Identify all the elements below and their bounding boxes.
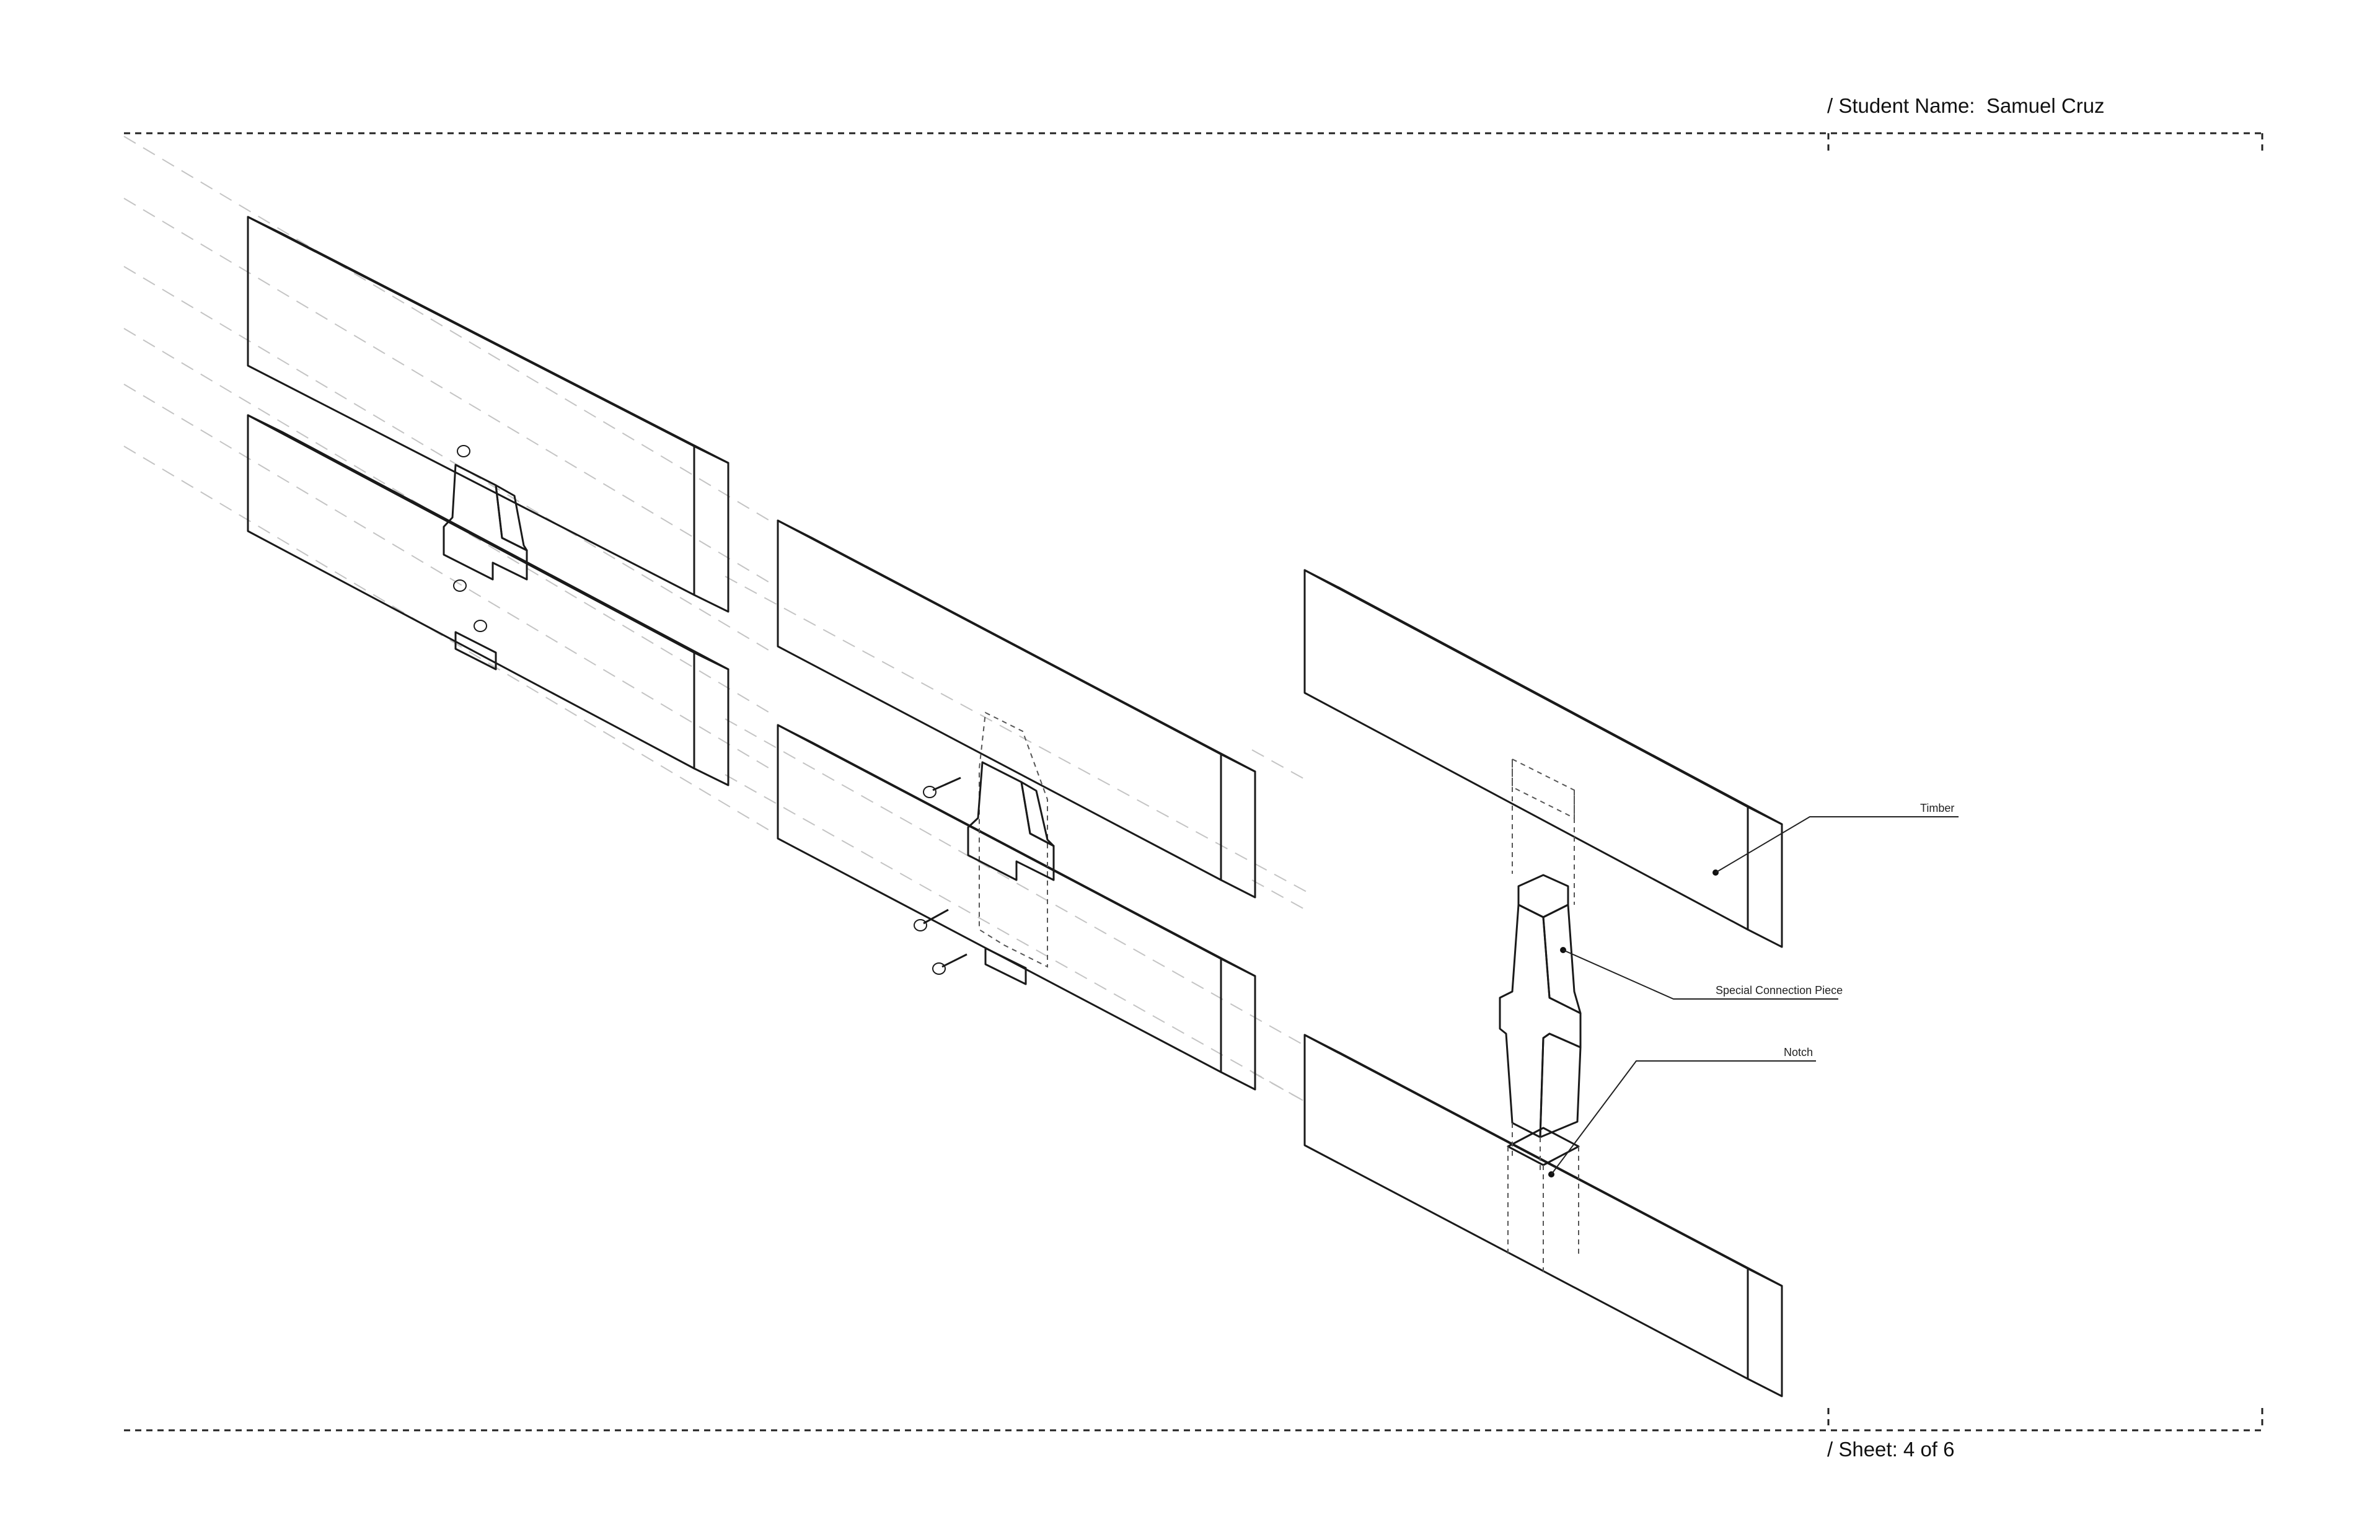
hidden-mortise-partial xyxy=(979,711,1048,968)
timber-lower-partial xyxy=(777,724,1256,1091)
projection-lines xyxy=(123,136,1308,1104)
dowel-pins xyxy=(914,777,967,975)
assembly-exploded xyxy=(1303,569,1783,1397)
callout-connection-piece: Special Connection Piece xyxy=(1560,947,1843,1000)
connection-piece-joined xyxy=(443,464,528,671)
assembly-joined xyxy=(247,216,729,786)
callout-connection-label: Special Connection Piece xyxy=(1716,984,1843,997)
callout-timber: Timber xyxy=(1712,802,1959,876)
sheet-frame xyxy=(124,132,2263,1432)
assembly-partial xyxy=(777,519,1256,1091)
callout-notch: Notch xyxy=(1548,1046,1816,1177)
student-name-value: Samuel Cruz xyxy=(1986,94,2105,117)
connection-piece-partial xyxy=(967,761,1055,985)
timber-lower-exploded xyxy=(1303,1034,1783,1397)
peg-holes xyxy=(453,445,487,632)
sheet-number-footer: / Sheet: 4 of 6 xyxy=(1827,1438,1955,1461)
callout-timber-label: Timber xyxy=(1920,802,1954,814)
special-connection-piece xyxy=(1499,874,1582,1171)
student-name-label: / Student Name: xyxy=(1827,94,1975,117)
student-name-header: / Student Name: Samuel Cruz xyxy=(1827,94,2105,118)
timber-upper-joined xyxy=(247,216,729,613)
timber-upper-exploded xyxy=(1303,569,1783,948)
callout-notch-label: Notch xyxy=(1784,1046,1813,1058)
timber-lower-joined xyxy=(247,414,729,786)
sheet-number-label: / Sheet: xyxy=(1827,1438,1898,1461)
timber-upper-partial xyxy=(777,519,1256,899)
sheet-number-value: 4 of 6 xyxy=(1903,1438,1955,1461)
